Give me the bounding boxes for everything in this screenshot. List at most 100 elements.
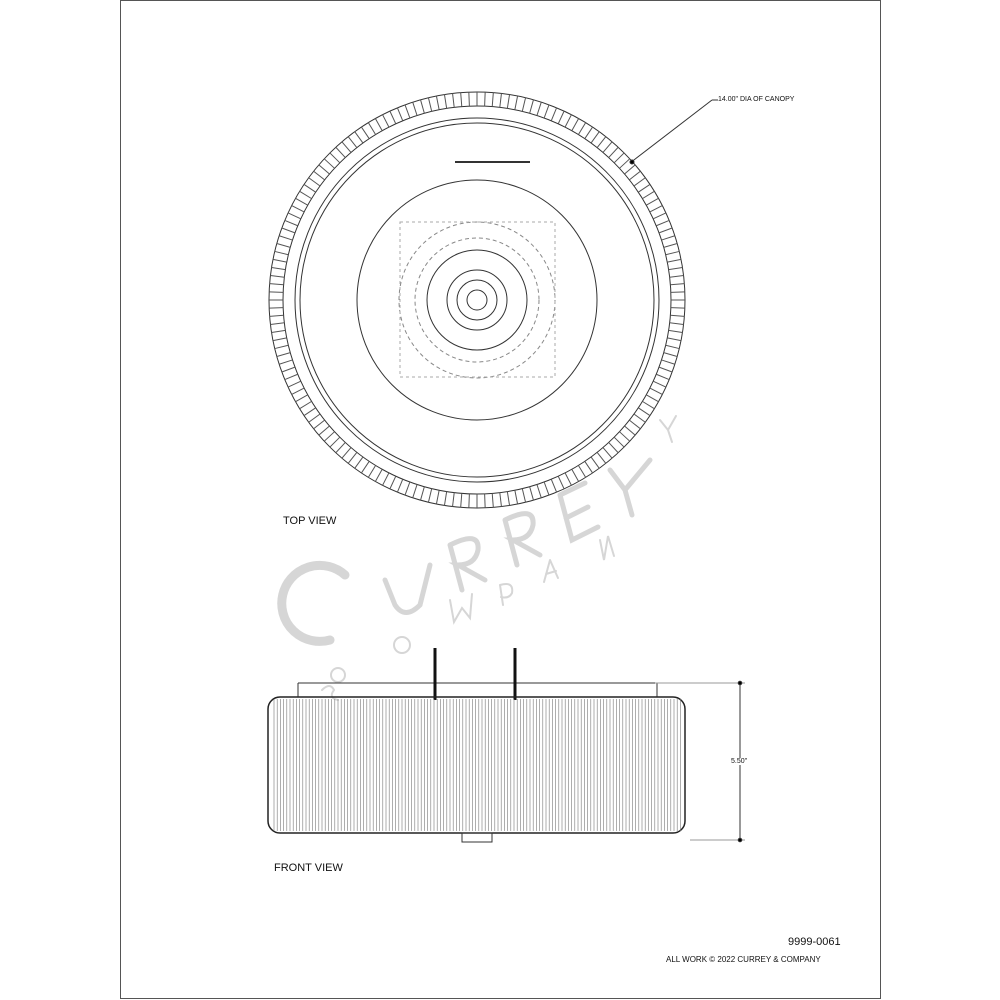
bead-segment: [427, 488, 433, 503]
bead-segment: [550, 479, 558, 493]
bead-segment: [329, 436, 341, 448]
bead-segment: [633, 413, 646, 423]
bead-segment: [452, 492, 455, 507]
bead-segment: [484, 493, 486, 508]
copyright-notice: ALL WORK © 2022 CURREY & COMPANY: [666, 955, 821, 964]
bead-segment: [521, 97, 527, 112]
bead-segment: [270, 275, 285, 278]
bead-segment: [543, 481, 550, 496]
bottom-tab: [461, 832, 493, 843]
bead-segment: [590, 456, 600, 469]
bead-segment: [596, 136, 607, 148]
bead-segment: [550, 107, 558, 121]
bead-segment: [663, 243, 678, 248]
front-view-drawing: [267, 648, 745, 843]
bead-segment: [460, 92, 463, 107]
part-number: 9999-0061: [788, 936, 841, 948]
bead-segment: [668, 266, 683, 271]
bead-segment: [420, 99, 425, 114]
bead-segment: [613, 152, 625, 164]
bead-segment: [272, 337, 287, 342]
bead-segment: [354, 456, 364, 469]
bead-segment: [670, 283, 685, 286]
bead-segment: [299, 400, 312, 410]
bead-segment: [557, 110, 565, 125]
bead-segment: [287, 212, 302, 220]
bead-segment: [272, 258, 287, 263]
bead-segment: [367, 122, 377, 135]
bead-segment: [624, 164, 636, 175]
bead-segment: [529, 486, 534, 501]
bead-segment: [670, 314, 685, 317]
bead-segment: [367, 465, 377, 478]
bead-segment: [347, 452, 358, 464]
bead-segment: [468, 493, 470, 508]
shade-rim: [294, 117, 660, 483]
bead-segment: [287, 380, 302, 388]
bead-segment: [584, 126, 593, 139]
bead-segment: [284, 219, 298, 227]
bead-ring-inner: [282, 105, 672, 495]
bead-segment: [619, 158, 631, 169]
bead-segment: [389, 110, 397, 125]
bead-segment: [652, 212, 667, 220]
bead-segment: [396, 107, 404, 121]
bead-segment: [646, 394, 659, 403]
bead-segment: [303, 407, 316, 416]
bead-segment: [329, 152, 341, 164]
bead-segment: [529, 99, 534, 114]
bead-segment: [652, 380, 667, 388]
bead-segment: [269, 283, 284, 286]
bead-segment: [638, 184, 651, 193]
bead-segment: [281, 366, 296, 373]
bead-segment: [668, 329, 683, 334]
bead-segment: [404, 481, 411, 496]
bead-segment: [665, 344, 680, 350]
bead-segment: [335, 442, 346, 454]
bead-segment: [468, 92, 470, 107]
bead-segment: [313, 170, 325, 181]
bead-segment: [435, 95, 440, 110]
front-view-label: FRONT VIEW: [274, 862, 343, 874]
drawing-sheet: [120, 0, 881, 999]
bead-segment: [590, 131, 600, 144]
bead-segment: [276, 352, 291, 357]
bead-segment: [271, 266, 286, 271]
bead-segment: [443, 491, 448, 506]
bead-segment: [663, 352, 678, 357]
bead-segment: [557, 475, 565, 490]
bead-segment: [638, 407, 651, 416]
bead-segment: [389, 475, 397, 490]
top-view-label: TOP VIEW: [283, 515, 337, 527]
bead-segment: [276, 243, 291, 248]
bead-segment: [571, 469, 580, 482]
bead-segment: [318, 425, 330, 436]
bead-segment: [308, 413, 321, 423]
bead-segment: [491, 92, 494, 107]
bead-segment: [269, 291, 284, 293]
bead-segment: [274, 344, 289, 350]
bead-segment: [382, 472, 390, 486]
mounting-plate: [426, 249, 528, 351]
bead-segment: [670, 291, 685, 293]
bead-segment: [506, 94, 511, 109]
bead-segment: [514, 95, 519, 110]
bead-segment: [602, 141, 613, 153]
bead-segment: [279, 235, 293, 241]
bead-segment: [443, 94, 448, 109]
bead-segment: [420, 486, 425, 501]
bead-segment: [291, 205, 305, 213]
callout-leader: [629, 99, 713, 164]
bead-segment: [299, 190, 312, 200]
bead-segment: [602, 447, 613, 459]
bead-segment: [491, 493, 494, 508]
bead-segment: [670, 307, 685, 309]
bead-segment: [341, 141, 352, 153]
bead-segment: [313, 419, 325, 430]
bead-segment: [669, 322, 684, 325]
bead-segment: [564, 472, 572, 486]
bead-segment: [269, 307, 284, 309]
watermark-logo: [277, 415, 677, 701]
bead-segment: [435, 490, 440, 505]
bead-segment: [335, 146, 346, 158]
